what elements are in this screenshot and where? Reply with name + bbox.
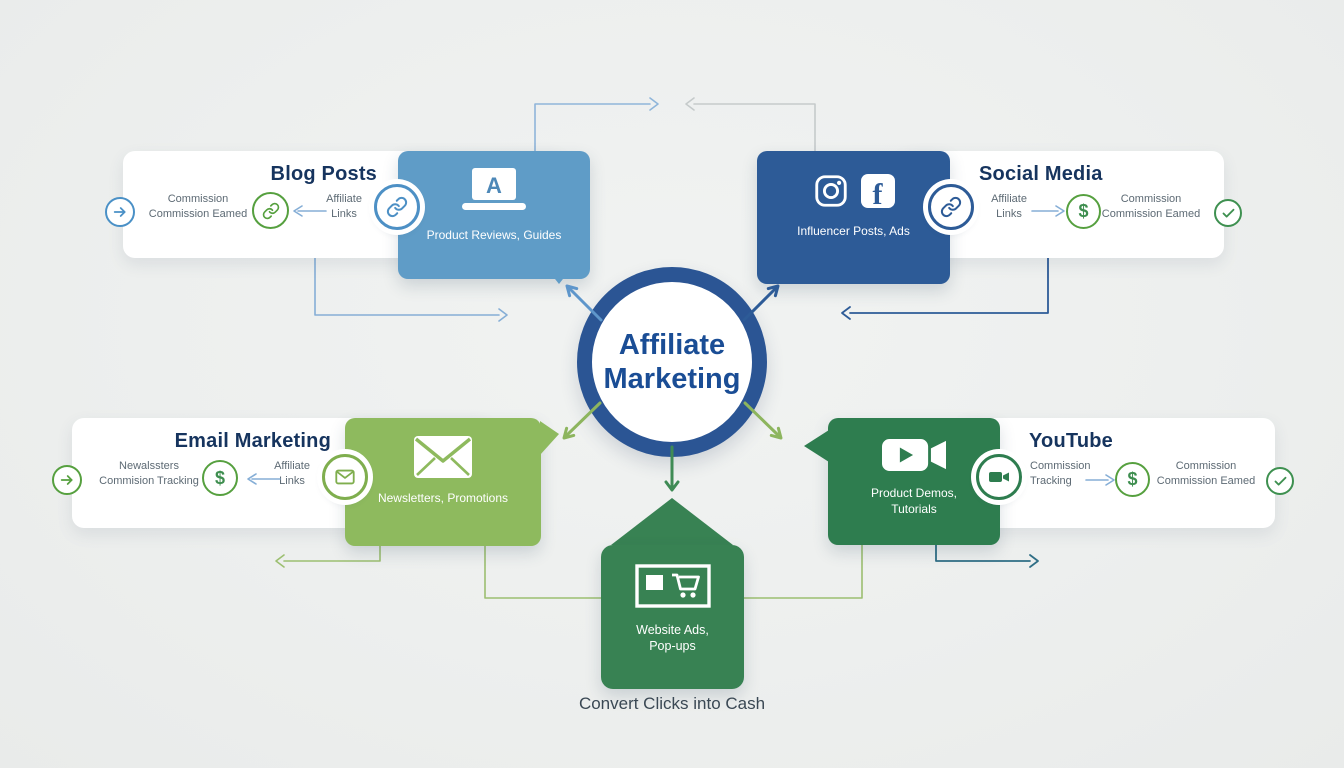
blog-top-connector xyxy=(534,103,651,152)
email-edge-circle xyxy=(52,465,82,495)
blog-edge-circle xyxy=(105,197,135,227)
center-hub: Affiliate Marketing xyxy=(577,267,767,457)
social-title: Social Media xyxy=(979,163,1103,185)
check-icon xyxy=(1274,476,1286,486)
video-play-icon xyxy=(882,439,946,471)
social-bottom-arrowhead-icon xyxy=(841,306,851,320)
blog-link-circle-green xyxy=(252,192,289,229)
center-to-social-arrowhead-icon xyxy=(766,284,780,298)
email-link-line1: Affiliate xyxy=(274,460,310,472)
youtube-panel-line1: Product Demos, xyxy=(870,486,958,500)
arrow-right-icon xyxy=(113,207,126,217)
email-panel-label: Newsletters, Promotions xyxy=(377,491,509,505)
facebook-letter: f xyxy=(872,178,883,209)
youtube-panel-line2: Tutorials xyxy=(891,501,937,516)
social-link-label: Affiliate Links xyxy=(981,192,1037,222)
youtube-panel-label: Product Demos, Tutorials xyxy=(871,486,957,517)
social-icons-row: f xyxy=(813,173,895,209)
website-panel-tip xyxy=(611,498,733,545)
social-link-line2: Links xyxy=(996,207,1022,220)
center-to-website-arrowhead-icon xyxy=(664,480,680,492)
social-result-line1: Commission xyxy=(1120,193,1182,205)
email-marketing-panel: Newsletters, Promotions xyxy=(345,418,541,546)
website-label-line2: Pop-ups xyxy=(649,639,696,654)
youtube-bottom-arrowhead-icon xyxy=(1029,554,1039,568)
website-ads-panel: Website Ads, Pop-ups xyxy=(601,545,744,689)
social-link-circle-big xyxy=(928,184,974,230)
check-icon xyxy=(1222,208,1234,218)
social-link-line1: Affiliate xyxy=(991,193,1027,205)
center-title-line1: Affiliate xyxy=(618,328,726,361)
youtube-track-line1: Commission xyxy=(1030,460,1091,472)
social-top-connector xyxy=(693,103,816,152)
youtube-result-line2: Commission Eamed xyxy=(1156,474,1256,487)
website-panel-label: Website Ads, Pop-ups xyxy=(636,622,709,655)
youtube-camera-circle-big xyxy=(976,454,1022,500)
blog-link-label: Affiliate Links xyxy=(316,192,372,222)
youtube-check-circle xyxy=(1266,467,1294,495)
youtube-panel-tip xyxy=(804,430,829,462)
envelope-icon xyxy=(414,436,472,478)
youtube-title: YouTube xyxy=(1029,430,1113,452)
youtube-result-label: Commission Commission Eamed xyxy=(1150,459,1262,489)
arrow-right-icon xyxy=(60,475,73,485)
dollar-icon: $ xyxy=(1078,201,1089,221)
social-result-line2: Commission Eamed xyxy=(1101,207,1201,220)
blog-link-circle-big xyxy=(374,184,420,230)
email-link-label: Affiliate Links xyxy=(264,459,320,489)
social-panel-label: Influencer Posts, Ads xyxy=(797,224,910,238)
blog-title: Blog Posts xyxy=(270,163,377,185)
youtube-dollar-circle: $ xyxy=(1115,462,1150,497)
social-dollar-circle: $ xyxy=(1066,194,1101,229)
blog-link-line1: Affiliate xyxy=(326,193,362,205)
email-envelope-circle-big xyxy=(322,454,368,500)
email-result-line1: Newalssters xyxy=(119,460,179,472)
center-to-email-arrowhead-icon xyxy=(562,426,576,440)
email-bottom-arrowhead-icon xyxy=(275,554,285,568)
dollar-icon: $ xyxy=(214,467,225,488)
laptop-letter: A xyxy=(486,173,502,198)
blog-result-label: Commission Commission Eamed xyxy=(147,192,249,222)
youtube-track-label: Commission Tracking xyxy=(1030,459,1110,489)
email-panel-tip xyxy=(540,421,559,455)
blog-result-line1: Commission xyxy=(167,193,229,205)
center-title-line2: Marketing xyxy=(603,363,741,395)
website-label-line1: Website Ads, xyxy=(636,623,709,637)
blog-result-line2: Commission Eamed xyxy=(148,207,248,220)
social-top-arrowhead-icon xyxy=(685,97,695,111)
email-result-label: Newalssters Commision Tracking xyxy=(94,459,204,489)
email-dollar-circle: $ xyxy=(202,460,238,496)
social-result-label: Commission Commission Eamed xyxy=(1097,192,1205,222)
youtube-track-line2: Tracking xyxy=(1030,474,1072,487)
facebook-icon: f xyxy=(860,174,895,209)
social-check-circle xyxy=(1214,199,1242,227)
blog-panel-tail xyxy=(540,260,578,284)
youtube-result-line1: Commission xyxy=(1175,460,1237,472)
link-icon xyxy=(262,202,279,219)
laptop-icon: A xyxy=(462,168,526,210)
youtube-panel: Product Demos, Tutorials xyxy=(828,418,1000,545)
center-to-blog-arrowhead-icon xyxy=(565,284,579,298)
blog-panel-label: Product Reviews, Guides xyxy=(426,228,562,242)
blog-top-arrowhead-icon xyxy=(649,97,659,111)
dollar-icon: $ xyxy=(1127,469,1138,489)
envelope-icon xyxy=(335,469,355,485)
link-icon xyxy=(386,196,408,218)
camera-icon xyxy=(989,472,1009,482)
caption: Convert Clicks into Cash xyxy=(578,694,766,713)
cart-icon xyxy=(634,564,711,608)
email-link-line2: Links xyxy=(279,474,305,487)
instagram-icon xyxy=(814,175,847,207)
blog-bottom-arrowhead-icon xyxy=(498,308,508,322)
blog-link-line2: Links xyxy=(331,207,357,220)
link-icon xyxy=(940,196,962,218)
email-title: Email Marketing xyxy=(174,430,331,452)
email-result-line2: Commision Tracking xyxy=(99,474,199,487)
social-panel-tail xyxy=(771,260,809,284)
center-to-youtube-arrowhead-icon xyxy=(769,426,783,440)
